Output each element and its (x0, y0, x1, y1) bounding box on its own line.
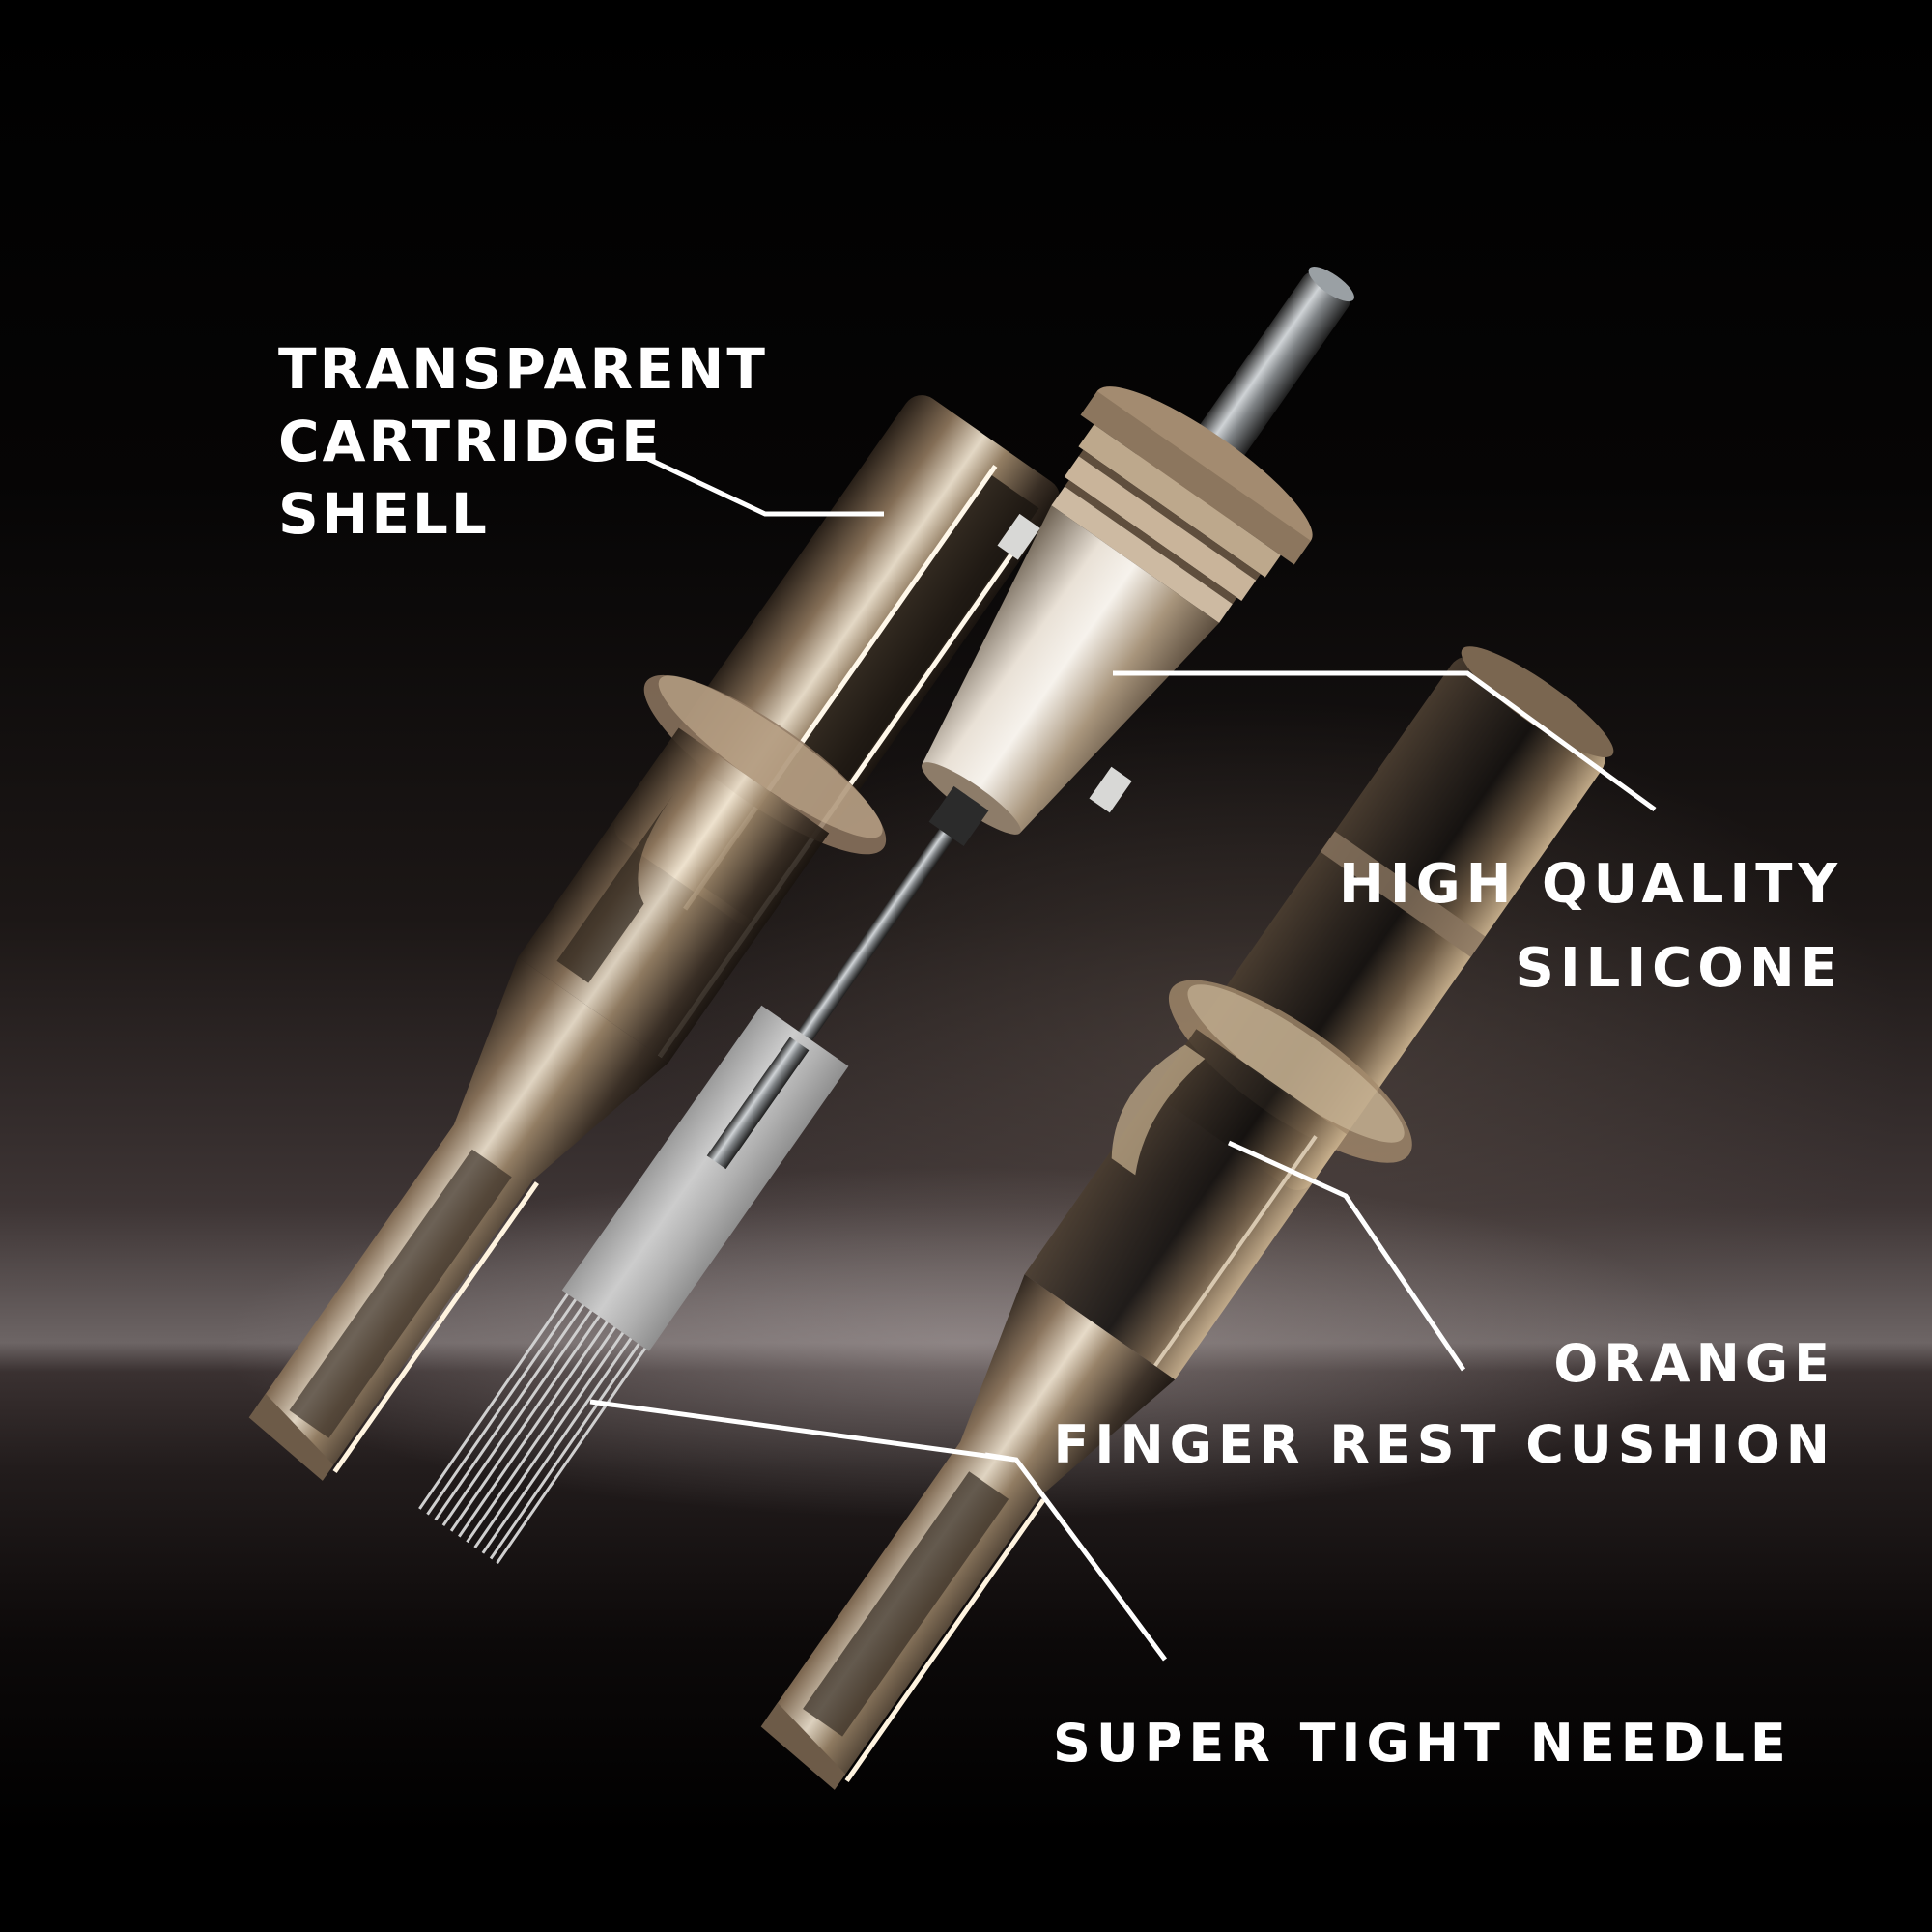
callout-silicone-line-2: SILICONE (1515, 937, 1843, 1000)
callout-high-quality-silicone: HIGH QUALITY SILICONE (1339, 858, 1843, 1026)
callout-shell-line-1: TRANSPARENT (278, 336, 768, 402)
callout-orange-finger-rest-cushion: ORANGE FINGER REST CUSHION (1053, 1338, 1835, 1500)
leader-line-needle-b (984, 1452, 1168, 1662)
callout-super-tight-needle: SUPER TIGHT NEEDLE (1053, 1718, 1792, 1770)
callout-shell-line-2: CARTRIDGE (278, 409, 663, 474)
callout-needle-line-1: SUPER TIGHT NEEDLE (1053, 1713, 1792, 1774)
silicone-membrane-needle-assembly (418, 267, 1354, 1564)
leader-line-needle-a (589, 1399, 1015, 1463)
cartridge-shell-left (248, 395, 1061, 1481)
cartridge-shell-right (760, 646, 1614, 1790)
leader-line-silicone (1113, 670, 1657, 812)
leader-lines (589, 456, 1657, 1662)
callout-finger-line-2: FINGER REST CUSHION (1053, 1414, 1835, 1475)
callout-shell-line-3: SHELL (278, 481, 490, 547)
leader-line-finger-rest (1227, 1140, 1466, 1372)
callout-transparent-cartridge-shell: TRANSPARENT CARTRIDGE SHELL (278, 341, 768, 558)
callout-finger-line-1: ORANGE (1553, 1333, 1835, 1394)
callout-silicone-line-1: HIGH QUALITY (1339, 853, 1843, 916)
leader-line-shell (646, 456, 884, 517)
